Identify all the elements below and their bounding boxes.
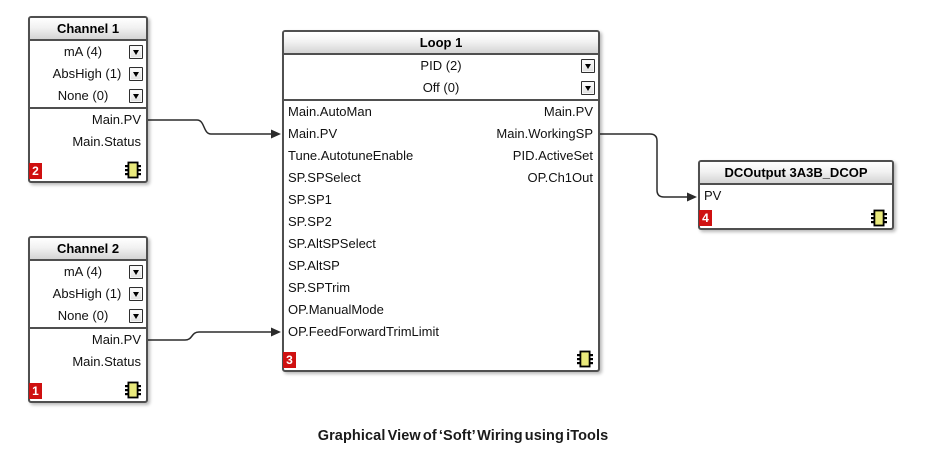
wire-loop-workingsp-to-dco-pv	[600, 133, 687, 198]
block-title: DCOutput 3A3B_DCOP	[700, 162, 892, 185]
param-output[interactable]: Main.Status	[72, 354, 141, 369]
loop1-pid-mode-row: PID (2)	[284, 55, 598, 77]
dropdown-button[interactable]	[129, 309, 143, 323]
chevron-down-icon	[133, 93, 139, 99]
wire-ch1pv-to-loop-mainpv	[148, 119, 271, 135]
dropdown-button[interactable]	[129, 287, 143, 301]
combo-value: Off (0)	[422, 80, 460, 95]
execution-order-badge: 1	[29, 383, 42, 399]
chevron-down-icon	[133, 269, 139, 275]
block-footer: 2	[29, 153, 146, 181]
param-input[interactable]: Main.AutoMan	[288, 104, 372, 119]
param-input[interactable]: SP.SP2	[288, 214, 332, 229]
param-input[interactable]: Main.PV	[288, 126, 338, 141]
chevron-down-icon	[133, 71, 139, 77]
dropdown-button[interactable]	[581, 81, 595, 95]
chevron-down-icon	[585, 85, 591, 91]
wire-ch2pv-to-loop-fftrim	[148, 331, 271, 341]
dropdown-button[interactable]	[581, 59, 595, 73]
block-footer: 1	[29, 373, 146, 401]
execution-order-badge: 3	[283, 352, 296, 368]
param-input[interactable]: SP.AltSPSelect	[288, 236, 376, 251]
loop1-input-params: Main.AutoMan Main.PV Tune.AutotuneEnable…	[284, 101, 479, 343]
combo-value: mA (4)	[63, 264, 103, 279]
channel1-filter-row: None (0)	[30, 85, 146, 107]
combo-value: AbsHigh (1)	[52, 66, 122, 81]
chip-icon	[577, 350, 593, 368]
combo-value: None (0)	[57, 88, 109, 103]
dropdown-button[interactable]	[129, 89, 143, 103]
divider	[30, 107, 146, 109]
combo-value: mA (4)	[63, 44, 103, 59]
param-output[interactable]: Main.PV	[91, 112, 141, 127]
param-input[interactable]: SP.AltSP	[288, 258, 340, 273]
block-title: Loop 1	[284, 32, 598, 55]
divider	[284, 99, 598, 101]
combo-value: PID (2)	[420, 58, 462, 73]
channel2-filter-row: None (0)	[30, 305, 146, 327]
loop1-output-params: Main.PV Main.WorkingSP PID.ActiveSet OP.…	[479, 101, 598, 189]
channel1-alarm-type-row: AbsHigh (1)	[30, 63, 146, 85]
loop1-parameters: Main.AutoMan Main.PV Tune.AutotuneEnable…	[284, 101, 598, 343]
arrowhead-icon	[271, 327, 281, 337]
combo-value: AbsHigh (1)	[52, 286, 122, 301]
block-channel2: Channel 2 mA (4) AbsHigh (1) None (0) Ma…	[28, 236, 148, 403]
arrowhead-icon	[271, 129, 281, 139]
dropdown-button[interactable]	[129, 67, 143, 81]
divider	[30, 327, 146, 329]
param-input[interactable]: PV	[704, 188, 722, 203]
chevron-down-icon	[133, 313, 139, 319]
param-output[interactable]: Main.PV	[543, 104, 593, 119]
param-output[interactable]: Main.PV	[91, 332, 141, 347]
block-title: Channel 2	[30, 238, 146, 261]
figure-caption: Graphical View of ‘Soft’ Wiring using iT…	[317, 428, 609, 444]
channel2-input-type-row: mA (4)	[30, 261, 146, 283]
param-input[interactable]: OP.FeedForwardTrimLimit	[288, 324, 439, 339]
channel2-alarm-type-row: AbsHigh (1)	[30, 283, 146, 305]
block-channel1: Channel 1 mA (4) AbsHigh (1) None (0) Ma…	[28, 16, 148, 183]
block-loop1: Loop 1 PID (2) Off (0) Main.AutoMan Main…	[282, 30, 600, 372]
chip-icon	[125, 161, 141, 179]
arrowhead-icon	[687, 192, 697, 202]
dropdown-button[interactable]	[129, 45, 143, 59]
execution-order-badge: 4	[699, 210, 712, 226]
param-input[interactable]: OP.ManualMode	[288, 302, 384, 317]
dropdown-button[interactable]	[129, 265, 143, 279]
param-output[interactable]: PID.ActiveSet	[512, 148, 593, 163]
param-input[interactable]: Tune.AutotuneEnable	[288, 148, 414, 163]
chevron-down-icon	[133, 49, 139, 55]
param-input[interactable]: SP.SPSelect	[288, 170, 361, 185]
param-input[interactable]: SP.SP1	[288, 192, 332, 207]
block-title: Channel 1	[30, 18, 146, 41]
param-input[interactable]: SP.SPTrim	[288, 280, 351, 295]
param-output[interactable]: Main.Status	[72, 134, 141, 149]
param-output[interactable]: Main.WorkingSP	[496, 126, 593, 141]
combo-value: None (0)	[57, 308, 109, 323]
execution-order-badge: 2	[29, 163, 42, 179]
chevron-down-icon	[585, 63, 591, 69]
block-footer: 3	[283, 343, 598, 370]
loop1-off-mode-row: Off (0)	[284, 77, 598, 99]
block-dcoutput: DCOutput 3A3B_DCOP PV 4	[698, 160, 894, 230]
param-output[interactable]: OP.Ch1Out	[527, 170, 593, 185]
chip-icon	[871, 209, 887, 227]
chip-icon	[125, 381, 141, 399]
chevron-down-icon	[133, 291, 139, 297]
block-footer: 4	[699, 207, 892, 228]
channel1-input-type-row: mA (4)	[30, 41, 146, 63]
